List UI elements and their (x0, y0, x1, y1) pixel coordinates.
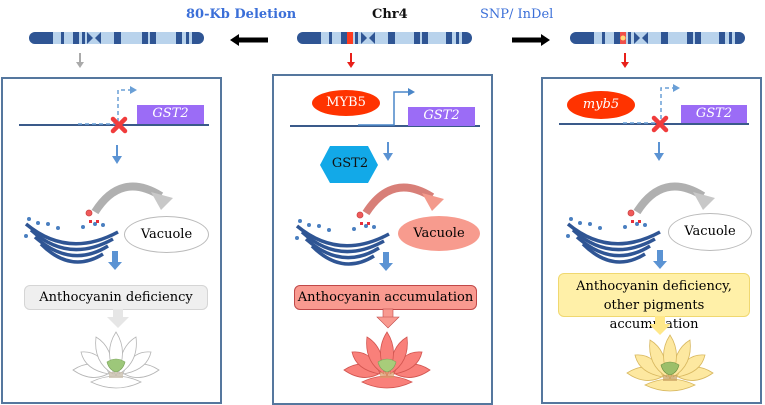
pink-lotus-flower-icon (343, 331, 431, 389)
gst2-protein-label: GST2 (331, 156, 369, 171)
down-arrow-pink-icon (376, 308, 400, 329)
outcome-anthocyanin-accumulation: Anthocyanin accumulation (294, 285, 477, 310)
transport-arc-arrow (362, 183, 444, 216)
chromosome-right (570, 32, 745, 44)
down-arrow-icon (383, 142, 393, 161)
arrow-right-icon (512, 34, 550, 46)
outcome-anthocyanin-deficiency: Anthocyanin deficiency (24, 285, 208, 310)
gene-gst2: GST2 (137, 105, 204, 124)
gst2-protein-hexagon (320, 146, 378, 183)
deletion-label: 80-Kb Deletion (186, 7, 297, 22)
vacuole: Vacuole (398, 216, 480, 251)
down-arrow-red-icon (621, 53, 629, 68)
gene-gst2: GST2 (681, 105, 747, 123)
down-arrow-red-icon (347, 53, 355, 68)
myb5-transcription-factor: MYB5 (312, 90, 380, 116)
golgi-er-icon (566, 209, 661, 264)
panel-wildtype: MYB5 GST2 GST2 Vacuole Anthocyanin accum… (272, 74, 493, 405)
locus-highlight (347, 32, 353, 44)
down-arrow-yellow-icon (649, 316, 671, 335)
outcome-other-pigments: Anthocyanin deficiency, other pigments a… (558, 273, 750, 332)
vacuole: Vacuole (668, 213, 752, 251)
dashed-promoter-arrow (78, 86, 137, 125)
panel-deletion: GST2 Vacuole Anthocyanin deficiency (1, 77, 222, 404)
down-arrow-icon (654, 142, 664, 161)
white-lotus-flower-icon (72, 331, 160, 389)
vacuole: Vacuole (124, 216, 209, 253)
gene-gst2: GST2 (408, 107, 475, 126)
blocked-x-icon (110, 116, 128, 134)
down-arrow-thick-icon (379, 252, 393, 271)
outcome-line-1: Anthocyanin deficiency, (576, 279, 732, 294)
chromosome-label: Chr4 (372, 7, 408, 22)
snp-indel-label: SNP/ InDel (480, 7, 554, 22)
blocked-x-icon (651, 115, 669, 133)
down-arrow-icon (112, 145, 122, 164)
down-arrow-gray-icon (76, 53, 84, 68)
myb5-mutant-transcription-factor: myb5 (567, 91, 635, 119)
chromosome-left (29, 32, 204, 44)
snp-point (620, 35, 626, 41)
transport-arc-arrow (633, 182, 715, 215)
arrow-left-icon (230, 34, 268, 46)
down-arrow-light-icon (107, 309, 129, 328)
down-arrow-thick-icon (653, 250, 667, 269)
chromosome-center (297, 32, 472, 44)
dashed-promoter-arrow (623, 84, 680, 124)
yellow-lotus-flower-icon (626, 334, 714, 392)
promoter-arrow (358, 88, 415, 126)
golgi-er-icon (295, 211, 390, 266)
transport-arc-arrow (91, 182, 173, 215)
panel-snp-indel: myb5 GST2 Vacuole Anthocyanin deficiency… (541, 77, 762, 404)
golgi-er-icon (24, 209, 119, 264)
down-arrow-thick-icon (108, 251, 122, 270)
